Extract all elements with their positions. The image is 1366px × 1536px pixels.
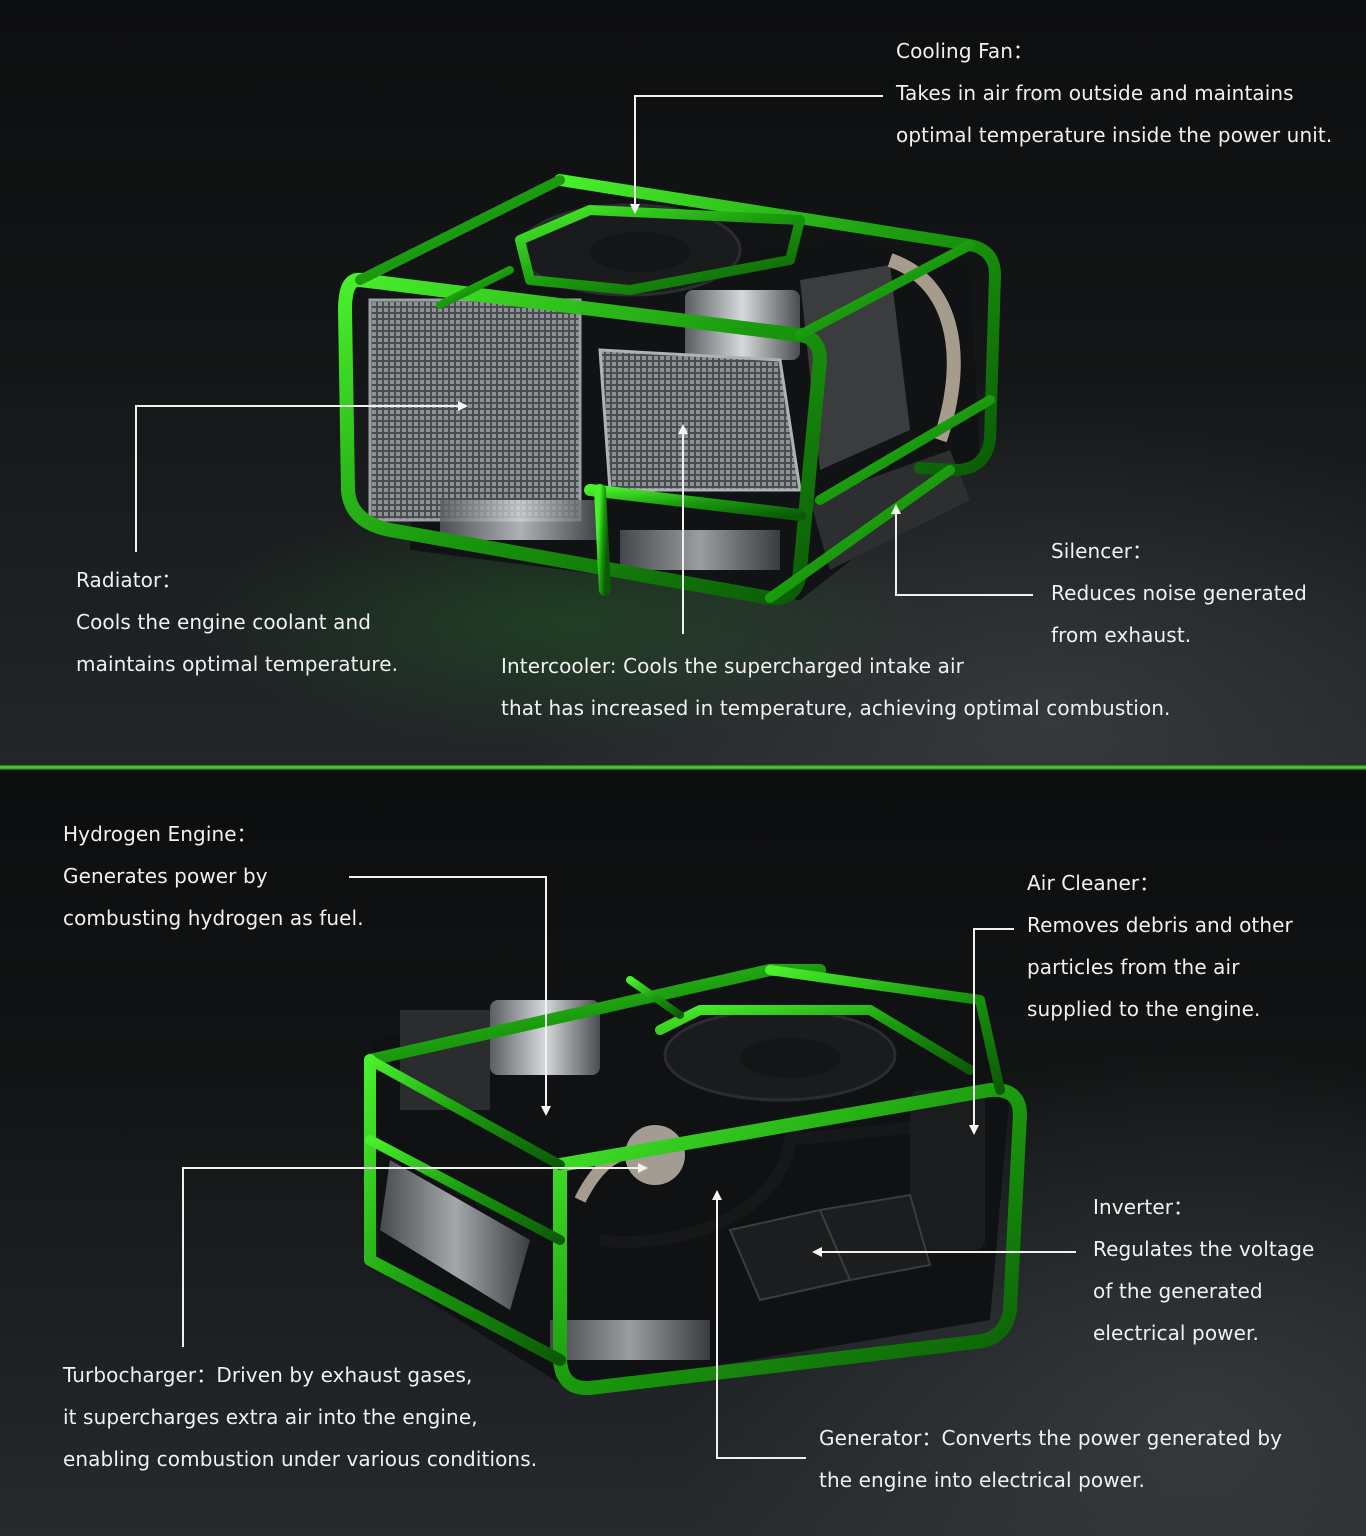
cooling-fan-callout: Cooling Fan： Takes in air from outside a… bbox=[896, 30, 1332, 156]
callout-text: enabling combustion under various condit… bbox=[63, 1447, 538, 1471]
callout-text: optimal temperature inside the power uni… bbox=[896, 123, 1333, 147]
callout-text: Reduces noise generated bbox=[1051, 581, 1307, 605]
inverter-callout: Inverter： Regulates the voltage of the g… bbox=[1093, 1186, 1314, 1354]
power-unit-rear-render bbox=[364, 960, 1027, 1396]
power-unit-front-render bbox=[338, 174, 1001, 606]
callout-text: supplied to the engine. bbox=[1027, 997, 1261, 1021]
callout-text: Takes in air from outside and maintains bbox=[896, 81, 1294, 105]
radiator-callout: Radiator： Cools the engine coolant and m… bbox=[76, 559, 398, 685]
callout-text: Turbocharger：Driven by exhaust gases, bbox=[63, 1363, 473, 1387]
hydrogen-engine-callout: Hydrogen Engine： Generates power by comb… bbox=[63, 813, 364, 939]
callout-title: Silencer： bbox=[1051, 539, 1153, 563]
callout-text: Regulates the voltage bbox=[1093, 1237, 1315, 1261]
callout-title: Inverter： bbox=[1093, 1195, 1194, 1219]
intercooler-shape bbox=[598, 348, 802, 492]
bottom-view-panel: Hydrogen Engine： Generates power by comb… bbox=[0, 770, 1366, 1536]
callout-text: Generates power by bbox=[63, 864, 268, 888]
callout-text: it supercharges extra air into the engin… bbox=[63, 1405, 478, 1429]
callout-title: Air Cleaner： bbox=[1027, 871, 1160, 895]
section-divider bbox=[0, 765, 1366, 770]
callout-text: maintains optimal temperature. bbox=[76, 652, 399, 676]
callout-text: electrical power. bbox=[1093, 1321, 1259, 1345]
callout-text: from exhaust. bbox=[1051, 623, 1192, 647]
generator-callout: Generator：Converts the power generated b… bbox=[819, 1417, 1282, 1501]
callout-text: particles from the air bbox=[1027, 955, 1240, 979]
callout-text: Removes debris and other bbox=[1027, 913, 1293, 937]
turbocharger-callout: Turbocharger：Driven by exhaust gases, it… bbox=[63, 1354, 537, 1480]
air-cleaner-shape bbox=[910, 1090, 985, 1250]
top-view-panel: Cooling Fan： Takes in air from outside a… bbox=[0, 0, 1366, 766]
callout-title: Radiator： bbox=[76, 568, 182, 592]
callout-text: the engine into electrical power. bbox=[819, 1468, 1146, 1492]
callout-title: Cooling Fan： bbox=[896, 39, 1034, 63]
callout-text: Cools the engine coolant and bbox=[76, 610, 372, 634]
callout-text: Intercooler: Cools the supercharged inta… bbox=[501, 654, 964, 678]
callout-title: Hydrogen Engine： bbox=[63, 822, 257, 846]
callout-text: combusting hydrogen as fuel. bbox=[63, 906, 364, 930]
intercooler-callout: Intercooler: Cools the supercharged inta… bbox=[501, 645, 1171, 729]
radiator-shape bbox=[368, 298, 582, 522]
air-cleaner-callout: Air Cleaner： Removes debris and other pa… bbox=[1027, 862, 1293, 1030]
silencer-callout: Silencer： Reduces noise generated from e… bbox=[1051, 530, 1307, 656]
callout-text: Generator：Converts the power generated b… bbox=[819, 1426, 1283, 1450]
callout-text: that has increased in temperature, achie… bbox=[501, 696, 1171, 720]
callout-text: of the generated bbox=[1093, 1279, 1263, 1303]
